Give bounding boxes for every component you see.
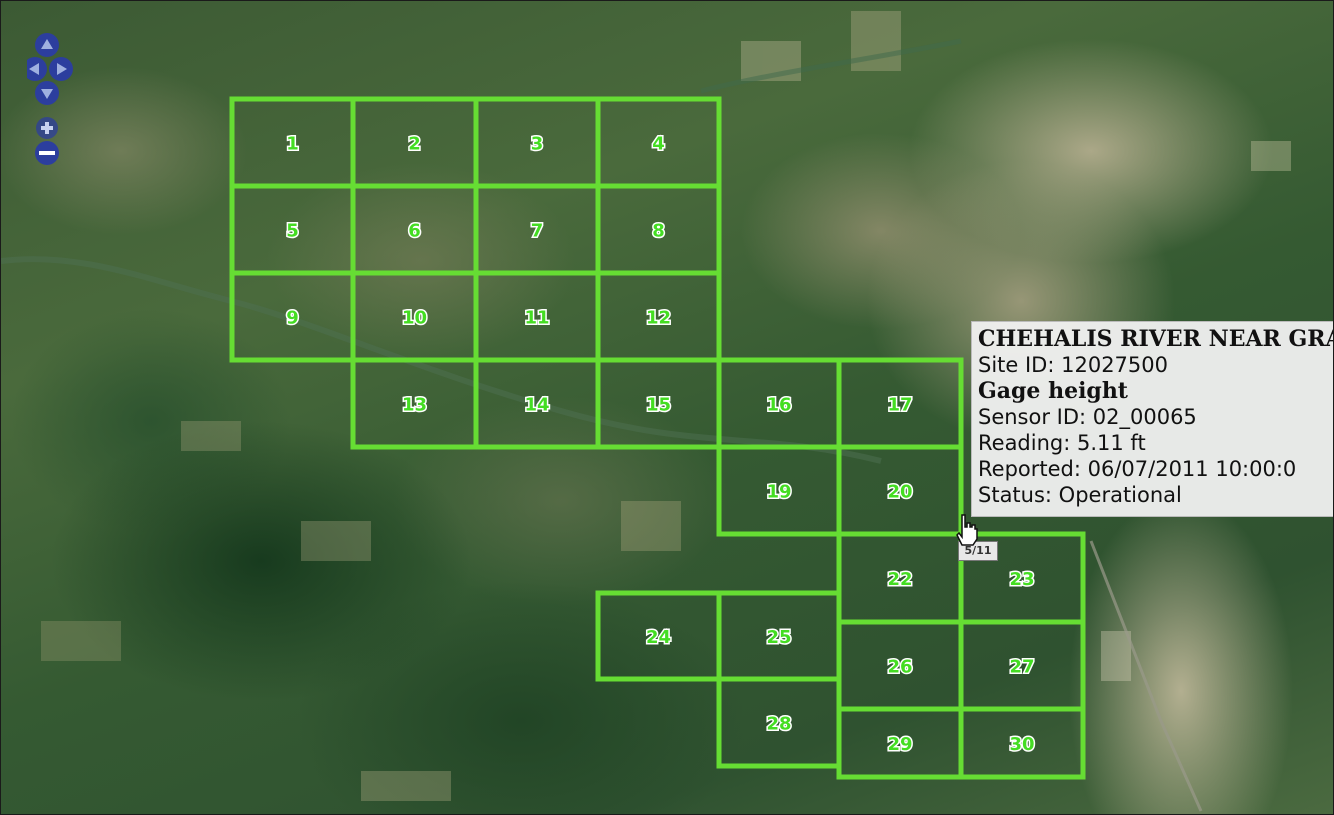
popup-reading: Reading: 5.11 ft [978, 431, 1146, 455]
tile-label-1: 1 [286, 134, 299, 155]
tile-label-15: 15 [646, 395, 671, 416]
pan-down-button[interactable] [35, 81, 59, 105]
tile-label-28: 28 [766, 714, 791, 735]
popup-reported: Reported: 06/07/2011 10:00:0 [978, 457, 1297, 481]
popup-measure: Gage height [978, 378, 1128, 404]
zoom-out-button[interactable] [35, 141, 59, 165]
tile-label-11: 11 [524, 308, 549, 329]
site-info-popup: CHEHALIS RIVER NEAR GRA Site ID: 1202750… [971, 321, 1334, 517]
tile-label-16: 16 [766, 395, 791, 416]
pan-up-button[interactable] [35, 33, 59, 57]
pan-right-button[interactable] [49, 57, 73, 81]
tile-label-26: 26 [887, 657, 912, 678]
popup-sensor-id: Sensor ID: 02_00065 [978, 405, 1197, 429]
tile-label-3: 3 [531, 134, 544, 155]
tile-label-10: 10 [402, 308, 427, 329]
tile-label-19: 19 [766, 482, 791, 503]
tile-label-9: 9 [286, 308, 299, 329]
popup-site-id: Site ID: 12027500 [978, 353, 1168, 377]
tile-label-25: 25 [766, 627, 791, 648]
tile-label-5: 5 [286, 221, 299, 242]
tile-label-2: 2 [408, 134, 421, 155]
hand-cursor-icon [956, 514, 978, 546]
map-nav-control [23, 33, 81, 173]
popup-title: CHEHALIS RIVER NEAR GRA [978, 326, 1334, 352]
tile-label-8: 8 [652, 221, 665, 242]
tile-label-27: 27 [1009, 657, 1034, 678]
pan-left-button[interactable] [23, 57, 47, 81]
zoom-in-button[interactable] [36, 117, 58, 139]
popup-status: Status: Operational [978, 483, 1182, 507]
site-marker[interactable]: 5/11 [958, 541, 998, 561]
tile-label-17: 17 [887, 395, 912, 416]
tile-label-12: 12 [646, 308, 671, 329]
tile-label-30: 30 [1009, 734, 1034, 755]
tile-label-7: 7 [531, 221, 544, 242]
tile-label-4: 4 [652, 134, 665, 155]
tile-label-20: 20 [887, 482, 912, 503]
tile-label-14: 14 [524, 395, 549, 416]
tile-label-13: 13 [402, 395, 427, 416]
tile-label-24: 24 [646, 627, 671, 648]
tile-30[interactable] [958, 706, 1086, 780]
tile-label-29: 29 [887, 734, 912, 755]
tile-label-22: 22 [887, 569, 912, 590]
tile-label-23: 23 [1009, 569, 1034, 590]
tile-label-6: 6 [408, 221, 421, 242]
